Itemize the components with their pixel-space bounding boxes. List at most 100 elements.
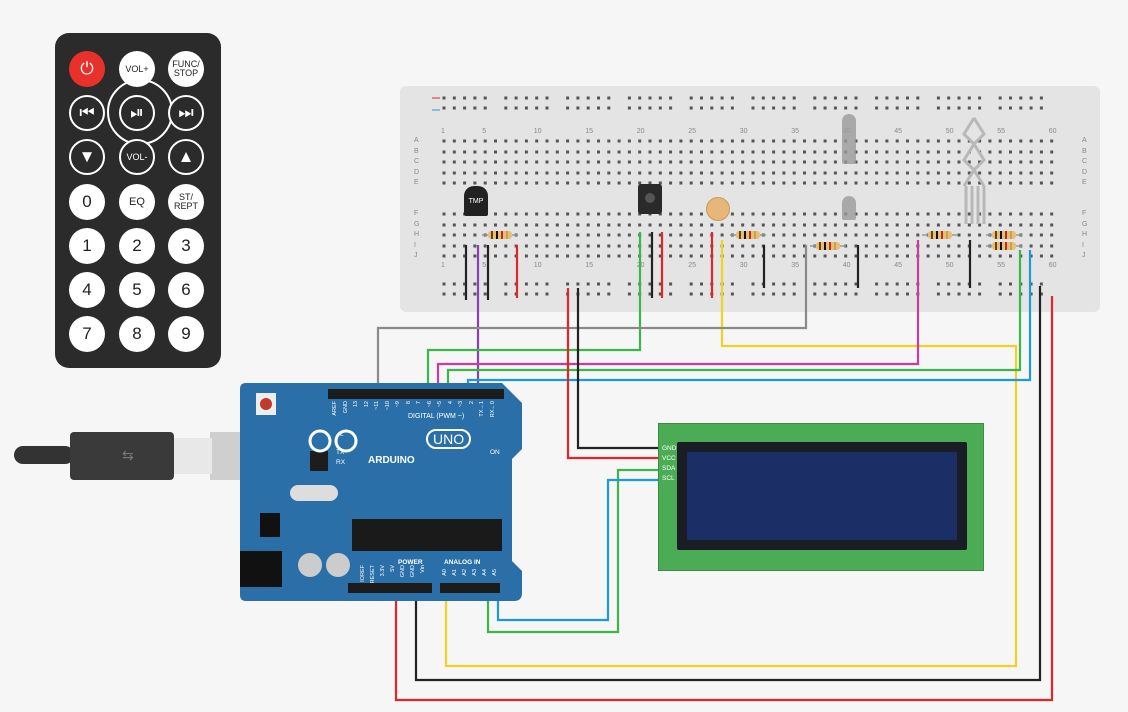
digit-5-button[interactable]: 5 — [119, 272, 155, 308]
power-pin[interactable]: GND — [400, 565, 406, 578]
prev-button[interactable]: ⏮ — [69, 95, 105, 131]
column-number: 40 — [842, 262, 851, 269]
rx-led-label: RX — [336, 459, 346, 466]
usb-cable[interactable]: ⇆ — [14, 428, 244, 484]
func-stop-button[interactable]: FUNC/ STOP — [168, 51, 204, 87]
digit-9-button[interactable]: 9 — [168, 316, 204, 352]
digital-pin[interactable]: 4 — [447, 401, 454, 405]
power-pin[interactable]: 5V — [390, 565, 396, 572]
digital-pin[interactable]: ~9 — [395, 401, 401, 408]
arduino-brand: ARDUINO — [368, 455, 415, 466]
digit-7-button[interactable]: 7 — [69, 316, 105, 352]
digital-pin[interactable]: ~6 — [426, 401, 433, 408]
lcd-i2c-module[interactable]: GND VCC SDA SCL — [658, 423, 984, 571]
down-button[interactable]: ▼ — [69, 139, 105, 175]
breadboard-holes — [432, 96, 1054, 296]
digit-2-button[interactable]: 2 — [119, 228, 155, 264]
row-letter: I — [414, 242, 416, 249]
led-top[interactable] — [842, 114, 856, 164]
next-button[interactable]: ⏭ — [168, 95, 204, 131]
power-pin[interactable]: GND — [410, 565, 416, 578]
l-led-label: L — [340, 431, 344, 438]
row-letter: E — [1082, 179, 1087, 186]
rgb-led[interactable] — [956, 116, 992, 226]
power-pin[interactable]: RESET — [370, 565, 376, 584]
vol-up-button[interactable]: VOL+ — [119, 51, 155, 87]
digital-pin[interactable]: ~3 — [458, 401, 464, 408]
lcd-display — [687, 452, 957, 540]
row-letter: E — [414, 179, 419, 186]
row-letter: F — [414, 210, 419, 217]
row-letter: B — [1082, 148, 1087, 155]
digital-label: DIGITAL (PWM ~) — [408, 413, 465, 420]
column-number: 15 — [585, 262, 593, 269]
eq-button[interactable]: EQ — [119, 184, 155, 220]
breadboard[interactable]: 1155101015152020252530303535404045455050… — [400, 86, 1100, 312]
tmp-sensor[interactable]: TMP — [464, 186, 488, 216]
ir-remote[interactable]: ⏻ VOL+ FUNC/ STOP ⏮ ⏯ ⏭ ▼ VOL- ▲ 0 EQ ST… — [55, 33, 221, 368]
lcd-pin-gnd[interactable]: GND — [662, 445, 677, 452]
digital-pin[interactable]: GND — [342, 401, 349, 414]
column-number: 35 — [791, 262, 799, 269]
digital-pin[interactable]: ~10 — [384, 401, 391, 411]
lcd-pin-scl[interactable]: SCL — [662, 475, 675, 482]
tx-led-label: TX — [336, 449, 345, 456]
play-pause-button[interactable]: ⏯ — [119, 95, 155, 131]
row-letter: A — [414, 137, 419, 144]
digital-pin[interactable]: ~11 — [374, 401, 380, 410]
column-number: 5 — [482, 262, 487, 269]
digit-0-button[interactable]: 0 — [69, 184, 105, 220]
digit-4-button[interactable]: 4 — [69, 272, 105, 308]
ir-receiver[interactable] — [638, 184, 662, 214]
row-letter: H — [414, 231, 420, 238]
analog-pin[interactable]: A5 — [492, 569, 498, 576]
analog-pin[interactable]: A1 — [452, 569, 458, 576]
column-number: 55 — [997, 262, 1005, 269]
row-letter: B — [414, 148, 419, 155]
column-number: 10 — [533, 128, 542, 135]
digit-8-button[interactable]: 8 — [119, 316, 155, 352]
digital-pin[interactable]: 2 — [468, 401, 475, 405]
lcd-screen-frame — [677, 442, 967, 550]
row-letter: G — [1082, 221, 1088, 228]
row-letter: I — [1082, 242, 1084, 249]
column-number: 60 — [1048, 262, 1057, 269]
analog-pin[interactable]: A0 — [442, 569, 448, 576]
digital-pin[interactable]: RX←0 — [489, 401, 496, 418]
arduino-uno[interactable]: DIGITAL (PWM ~) ARDUINO UNO POWER ANALOG… — [230, 383, 522, 601]
power-pin[interactable]: Vin — [420, 565, 426, 573]
analog-pin[interactable]: A3 — [472, 569, 478, 576]
lcd-pin-sda[interactable]: SDA — [662, 465, 676, 472]
digital-pin[interactable]: TX→1 — [479, 401, 485, 417]
vol-down-button[interactable]: VOL- — [119, 139, 155, 175]
row-letter: C — [414, 158, 420, 165]
column-number: 10 — [533, 262, 542, 269]
column-number: 1 — [441, 128, 445, 135]
row-letter: J — [1082, 252, 1086, 259]
photoresistor[interactable] — [706, 197, 730, 221]
analog-pin[interactable]: A2 — [462, 569, 468, 576]
led-bottom[interactable] — [842, 196, 856, 220]
digital-pin[interactable]: 12 — [363, 401, 370, 408]
digital-pin[interactable]: 7 — [416, 401, 422, 405]
digit-3-button[interactable]: 3 — [168, 228, 204, 264]
digital-pin[interactable]: 13 — [353, 401, 359, 408]
digital-pin[interactable]: ~5 — [437, 401, 443, 408]
up-button[interactable]: ▲ — [168, 139, 204, 175]
column-number: 20 — [636, 262, 645, 269]
digital-pin[interactable]: AREF — [332, 401, 338, 416]
column-number: 55 — [997, 128, 1005, 135]
power-pin[interactable]: IOREF — [360, 565, 366, 582]
power-button[interactable]: ⏻ — [69, 51, 105, 87]
column-number: 25 — [688, 262, 696, 269]
analog-pin[interactable]: A4 — [482, 569, 488, 576]
st-rept-button[interactable]: ST/ REPT — [168, 184, 204, 220]
column-number: 15 — [585, 128, 593, 135]
lcd-pin-vcc[interactable]: VCC — [662, 455, 676, 462]
digit-1-button[interactable]: 1 — [69, 228, 105, 264]
row-letter: G — [414, 221, 420, 228]
digital-pin[interactable]: 8 — [405, 401, 412, 405]
column-number: 30 — [739, 128, 748, 135]
digit-6-button[interactable]: 6 — [168, 272, 204, 308]
power-pin[interactable]: 3.3V — [380, 565, 386, 577]
